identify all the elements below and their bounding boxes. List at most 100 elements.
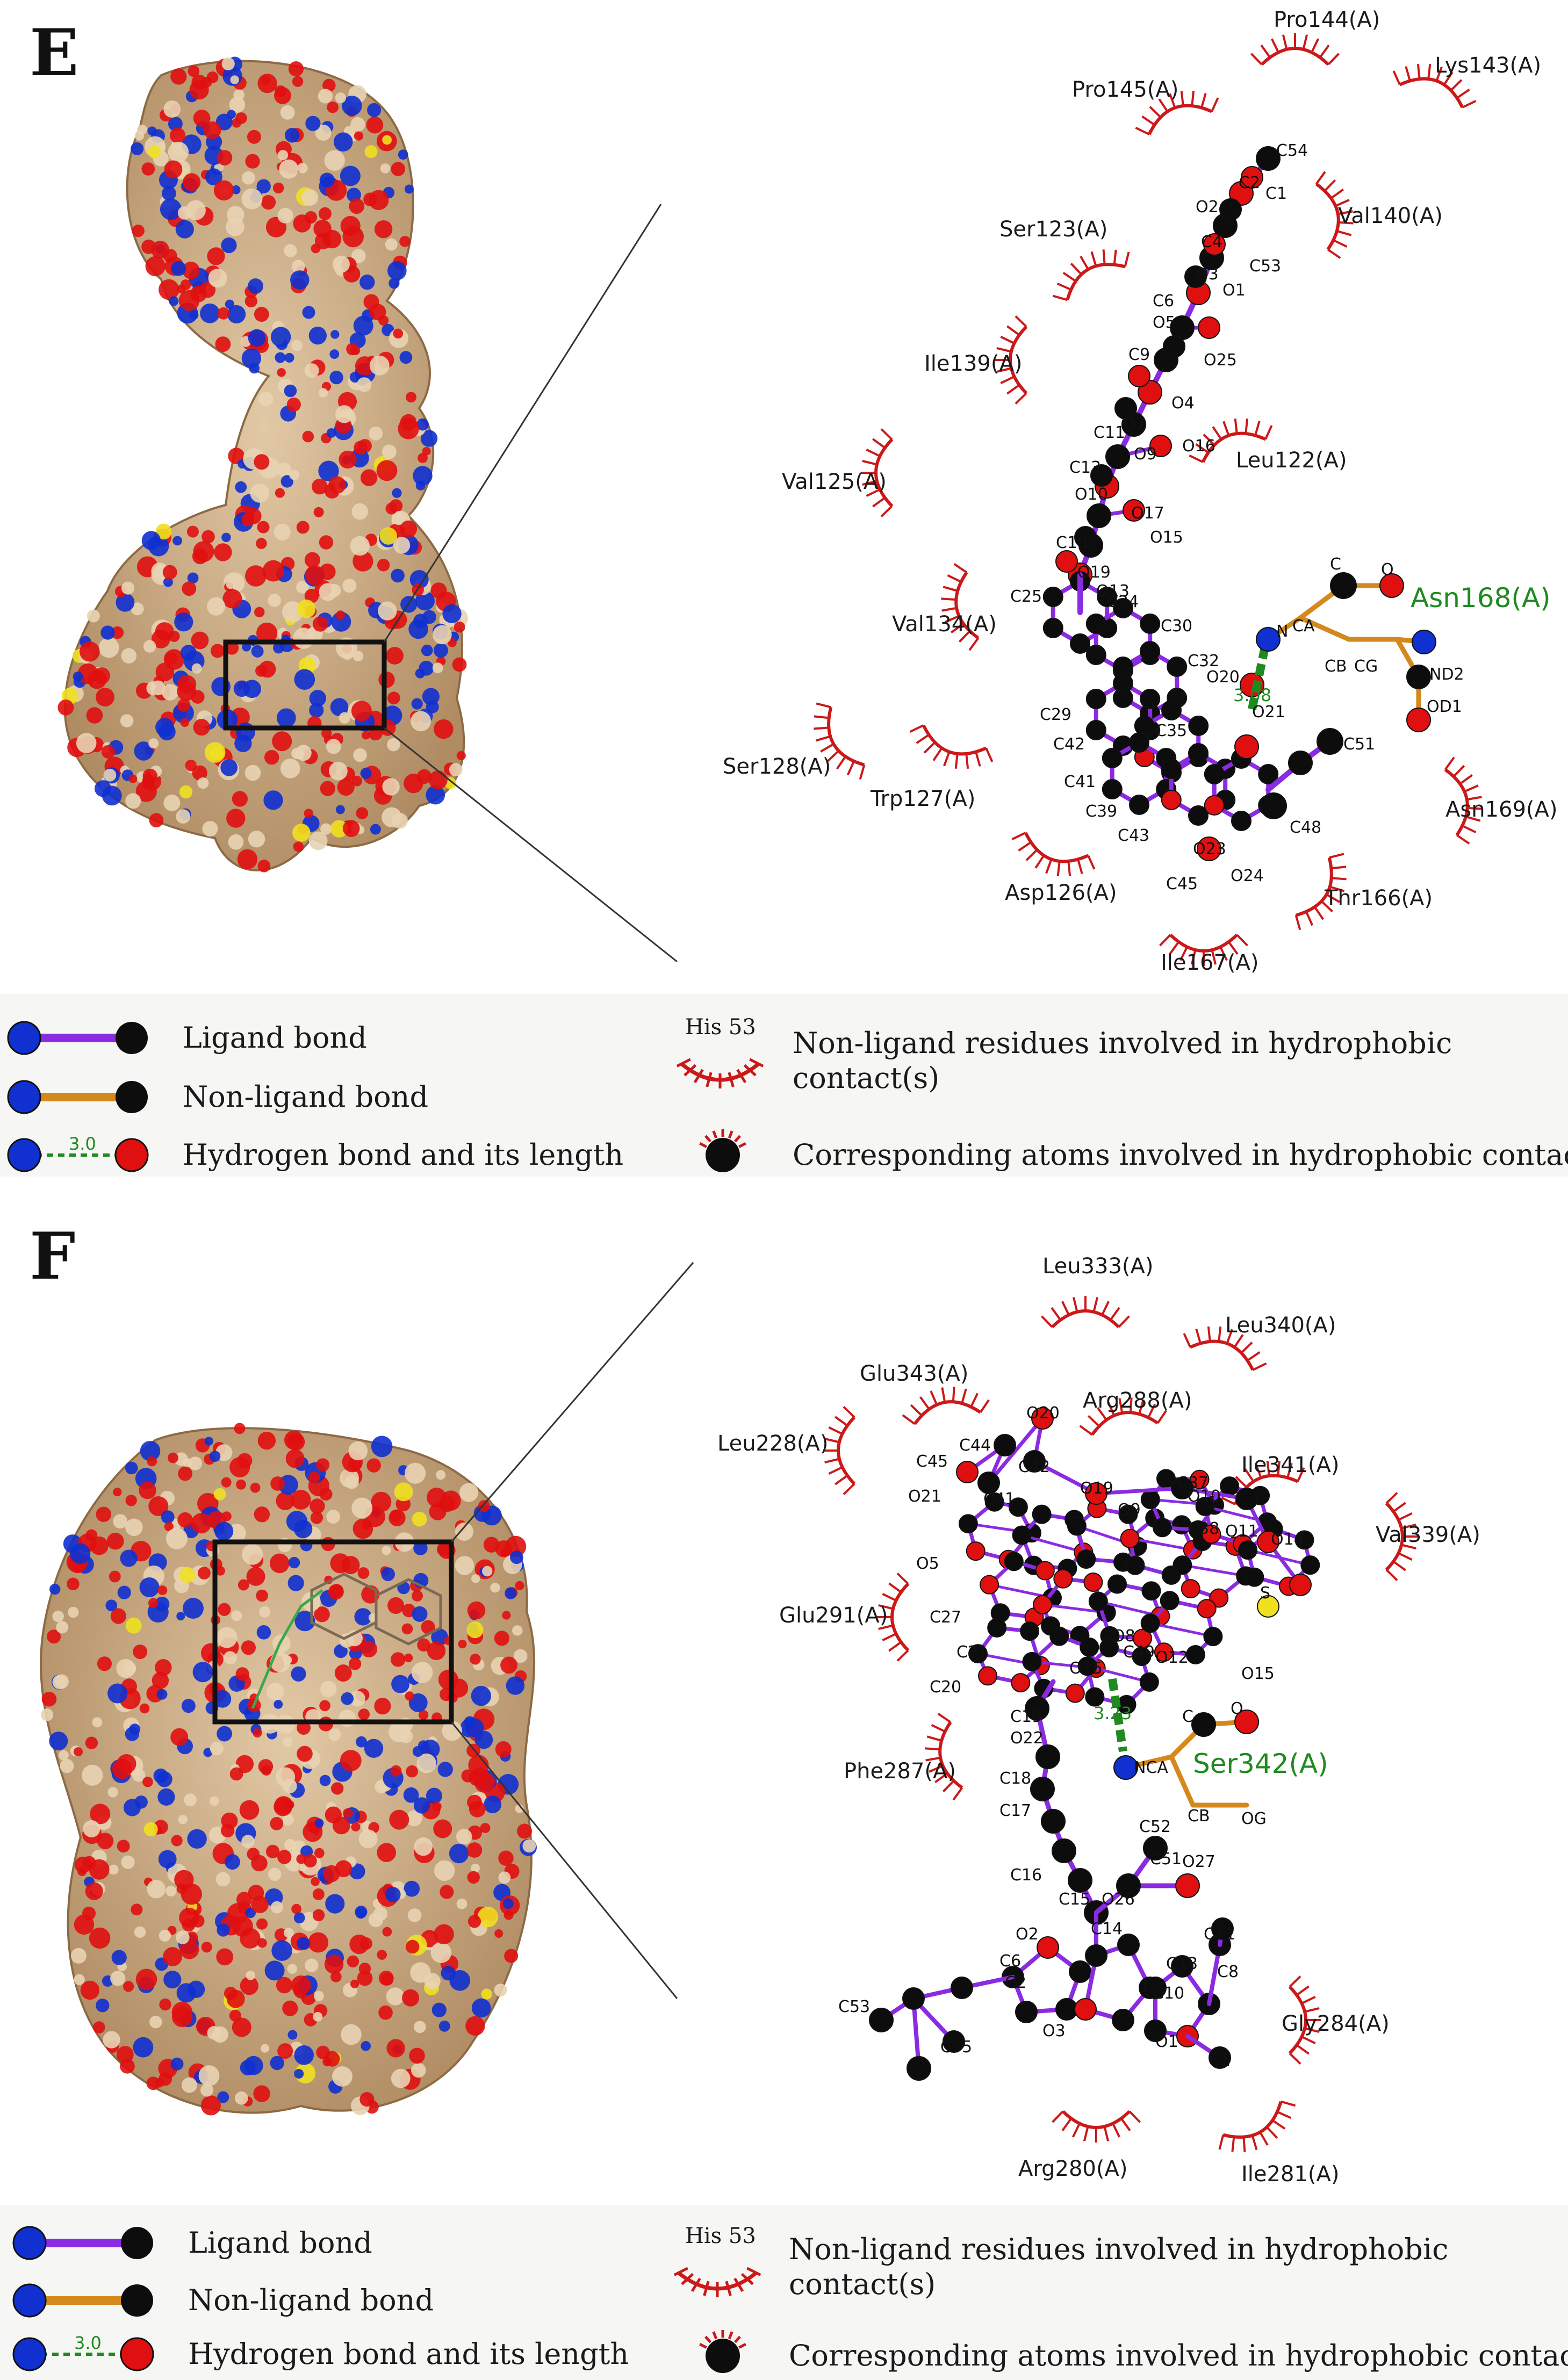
atom-label: C44 (959, 1436, 991, 1455)
surface-patch (287, 1575, 304, 1591)
surface-patch (348, 1441, 368, 1461)
surface-patch (304, 552, 321, 568)
surface-patch (221, 237, 237, 254)
surface-patch (248, 831, 265, 848)
surface-patch (276, 708, 296, 728)
nitrogen-atom-icon (12, 2283, 47, 2318)
surface-patch (329, 349, 340, 359)
surface-patch (313, 220, 332, 238)
carbon-atom (1090, 464, 1113, 487)
atom-label: C51 (1150, 1850, 1182, 1869)
atom-label: CA (1292, 617, 1315, 636)
surface-patch (332, 2066, 353, 2087)
surface-patch (183, 173, 201, 191)
surface-patch (183, 1598, 204, 1619)
surface-patch (220, 1823, 235, 1838)
surface-patch (153, 1768, 168, 1783)
atom-label: C17 (999, 1801, 1031, 1820)
surface-patch (270, 1476, 285, 1491)
atom-label: C30 (1161, 617, 1192, 636)
hydrophobic-tick (749, 1058, 764, 1068)
surface-patch (254, 607, 265, 618)
surface-patch (261, 76, 270, 85)
surface-patch (459, 1483, 479, 1502)
surface-patch (159, 279, 179, 300)
atom-label: Val134(A) (892, 612, 997, 637)
carbon-atom (1163, 335, 1185, 358)
hydrophobic-arc-icon (1315, 171, 1354, 259)
surface-patch (494, 1631, 510, 1646)
surface-patch (456, 751, 466, 760)
surface-patch (217, 1726, 232, 1742)
surface-patch (369, 355, 390, 376)
surface-patch (237, 849, 258, 870)
surface-patch (467, 1601, 486, 1620)
surface-patch (282, 1814, 294, 1826)
surface-patch (329, 370, 343, 385)
hydrophobic-tick (733, 2335, 741, 2343)
atom-label: Val339(A) (1376, 1523, 1480, 1547)
surface-patch (97, 1656, 112, 1671)
surface-patch (244, 295, 257, 308)
surface-patch (500, 1656, 517, 1674)
surface-patch (399, 351, 413, 364)
surface-patch (82, 1906, 96, 1920)
surface-patch (147, 126, 157, 136)
surface-patch (54, 1674, 69, 1689)
legend-background-e (0, 994, 1568, 1177)
surface-patch (177, 1512, 193, 1528)
surface-patch (111, 1950, 127, 1965)
surface-patch (297, 163, 308, 174)
surface-patch (286, 398, 301, 412)
surface-patch (207, 2026, 221, 2040)
nitrogen-atom (1412, 630, 1436, 654)
surface-patch (163, 1971, 182, 1989)
surface-patch (134, 1926, 146, 1938)
surface-patch (319, 535, 334, 550)
surface-patch (434, 1860, 455, 1881)
hydrophobic-arc-icon (1079, 1397, 1167, 1436)
surface-patch (438, 2021, 450, 2032)
surface-patch (448, 638, 457, 647)
surface-patch (98, 637, 119, 658)
carbon-atom (987, 1618, 1007, 1638)
surface-patch (121, 1855, 135, 1869)
surface-patch (285, 1449, 305, 1468)
hydrophobic-tick (673, 2267, 688, 2276)
hydrophobic-tick (703, 2281, 710, 2296)
surface-patch (480, 1823, 491, 1833)
atom-label: O22 (1010, 1729, 1044, 1748)
legend-hydrophobic-residues-2: contact(s) (789, 2267, 936, 2301)
atom-label: O11 (1225, 1522, 1258, 1541)
carbon-atom (1195, 1496, 1215, 1516)
surface-patch (197, 777, 209, 789)
atom-label: C39 (1085, 802, 1117, 821)
surface-patch (56, 1621, 69, 1634)
surface-patch (256, 538, 267, 549)
surface-patch (382, 778, 400, 796)
surface-patch (359, 1937, 372, 1950)
atom-label: C37 (1177, 1474, 1209, 1492)
hydrophobic-arc-icon (1294, 853, 1347, 931)
surface-patch (235, 1755, 254, 1773)
pocket-ligand-ring (375, 1578, 442, 1646)
surface-patch (297, 599, 316, 618)
surface-patch (407, 1908, 422, 1922)
surface-patch (117, 1840, 130, 1853)
surface-patch (248, 278, 263, 294)
surface-patch (404, 1880, 420, 1897)
surface-patch (67, 1577, 80, 1591)
surface-patch (426, 785, 445, 805)
surface-patch (361, 2041, 371, 2051)
surface-patch (207, 247, 225, 265)
surface-patch (348, 1457, 362, 1472)
oxygen-atom (1154, 1642, 1174, 1662)
atom-label: Glu343(A) (860, 1361, 968, 1386)
surface-patch (47, 1629, 61, 1644)
surface-patch (162, 684, 178, 701)
surface-patch (246, 1971, 256, 1980)
legend-hbond: Hydrogen bond and its length (188, 2337, 629, 2371)
surface-patch (216, 1627, 238, 1648)
surface-patch (318, 207, 332, 220)
atom-label: O3 (1196, 265, 1219, 284)
